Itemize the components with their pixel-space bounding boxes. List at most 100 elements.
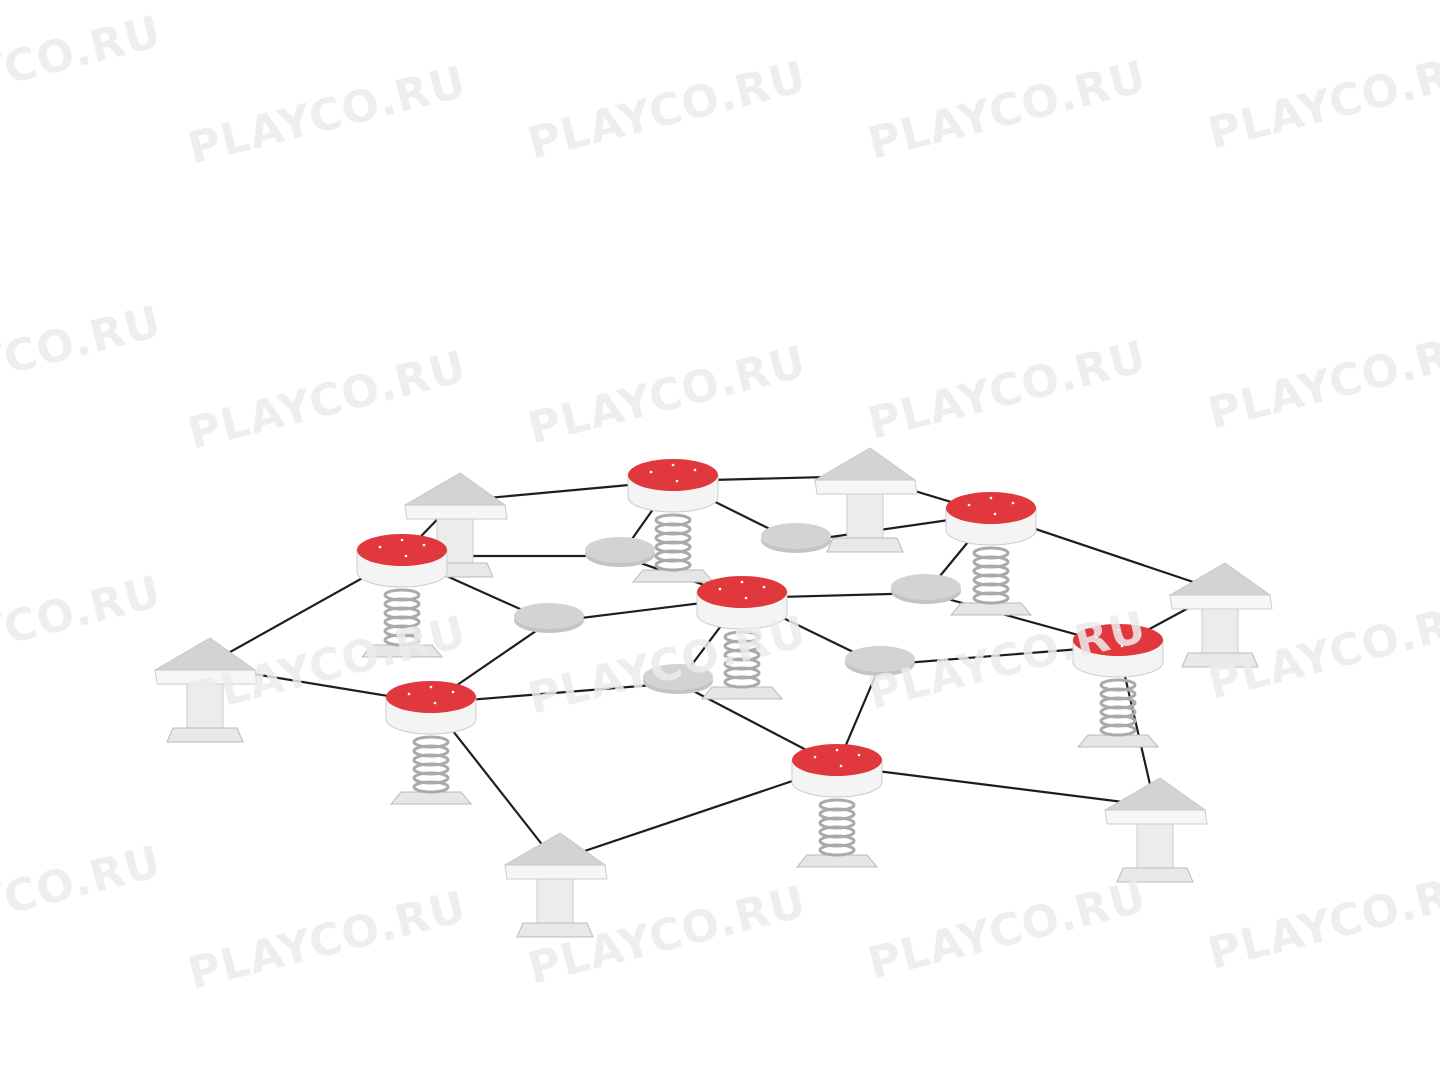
post — [846, 487, 884, 541]
bolt — [451, 690, 455, 694]
triangle-top — [153, 637, 257, 671]
base-plate — [166, 727, 244, 743]
spring-coil — [412, 780, 450, 794]
seat-edge — [1104, 809, 1208, 825]
gray-disc-top — [514, 603, 584, 629]
bolt — [1116, 628, 1120, 632]
bolt — [649, 470, 653, 474]
base-plate — [631, 569, 715, 583]
post — [186, 677, 224, 731]
gray-disc-top — [585, 537, 655, 563]
base-plate — [1076, 734, 1160, 748]
triangle-top — [403, 472, 507, 506]
spring-coil — [818, 843, 856, 857]
bolt — [1094, 635, 1098, 639]
gray-disc-top — [891, 574, 961, 600]
seat-edge — [814, 479, 918, 495]
stepping-disc — [585, 537, 655, 567]
spring-platform — [945, 492, 1037, 616]
bolt — [835, 748, 839, 752]
triangle-seat — [1168, 562, 1273, 668]
bolt — [989, 496, 993, 500]
bolt — [422, 543, 426, 547]
red-seat-top — [628, 459, 718, 491]
stepping-disc — [845, 646, 915, 676]
spring-platform — [791, 744, 883, 868]
base-plate — [360, 644, 444, 658]
spring-platform — [696, 576, 788, 700]
bolt — [1138, 633, 1142, 637]
bolt — [744, 596, 748, 600]
red-seat-top — [946, 492, 1036, 524]
gray-disc-top — [845, 646, 915, 672]
spring-coil — [1099, 723, 1137, 737]
spring-platform — [385, 681, 477, 805]
gray-disc-top — [761, 523, 831, 549]
stepping-disc — [514, 603, 584, 633]
bolt — [400, 538, 404, 542]
bolt — [813, 755, 817, 759]
bolt — [433, 701, 437, 705]
spring-coil — [654, 558, 692, 572]
spring-coil — [972, 591, 1010, 605]
spring-coil — [383, 633, 421, 647]
bolt — [675, 479, 679, 483]
bolt — [839, 764, 843, 768]
bolt — [993, 512, 997, 516]
triangle-seat — [153, 637, 258, 743]
bolt — [857, 753, 861, 757]
bolt — [378, 545, 382, 549]
red-seat-top — [792, 744, 882, 776]
triangle-top — [1168, 562, 1272, 596]
seat-edge — [504, 864, 608, 880]
base-plate — [795, 854, 879, 868]
triangle-top — [1103, 777, 1207, 811]
spring-coil — [723, 675, 761, 689]
triangle-seat — [403, 472, 508, 578]
base-plate — [1181, 652, 1259, 668]
red-seat-top — [386, 681, 476, 713]
bolt — [404, 554, 408, 558]
base-plate — [949, 602, 1033, 616]
spring-platform — [1072, 624, 1164, 748]
spring-platform — [356, 534, 448, 658]
bolt — [693, 468, 697, 472]
post — [436, 512, 474, 566]
stepping-disc — [761, 523, 831, 553]
bolt — [1120, 644, 1124, 648]
red-seat-top — [1073, 624, 1163, 656]
triangle-seat — [503, 832, 608, 938]
rope — [554, 764, 838, 863]
base-plate — [700, 686, 784, 700]
bolt — [762, 585, 766, 589]
bolt — [671, 463, 675, 467]
post — [1201, 602, 1239, 656]
triangle-top — [503, 832, 607, 866]
triangle-top — [813, 447, 917, 481]
spring-platform — [627, 459, 719, 583]
bolt — [967, 503, 971, 507]
rope — [836, 764, 1156, 808]
bolt — [740, 580, 744, 584]
stepping-disc — [643, 664, 713, 694]
gray-disc-top — [643, 664, 713, 690]
base-plate — [389, 791, 473, 805]
triangle-seat — [1103, 777, 1208, 883]
post — [1136, 817, 1174, 871]
rope-network — [204, 474, 1221, 863]
base-plate — [516, 922, 594, 938]
bolt — [718, 587, 722, 591]
seat-edge — [1169, 594, 1273, 610]
bolt — [407, 692, 411, 696]
seat-edge — [154, 669, 258, 685]
post — [536, 872, 574, 926]
stepping-disc — [891, 574, 961, 604]
base-plate — [826, 537, 904, 553]
red-seat-top — [357, 534, 447, 566]
bolt — [429, 685, 433, 689]
red-seat-top — [697, 576, 787, 608]
base-plate — [1116, 867, 1194, 883]
triangle-seat — [813, 447, 918, 553]
bolt — [1011, 501, 1015, 505]
